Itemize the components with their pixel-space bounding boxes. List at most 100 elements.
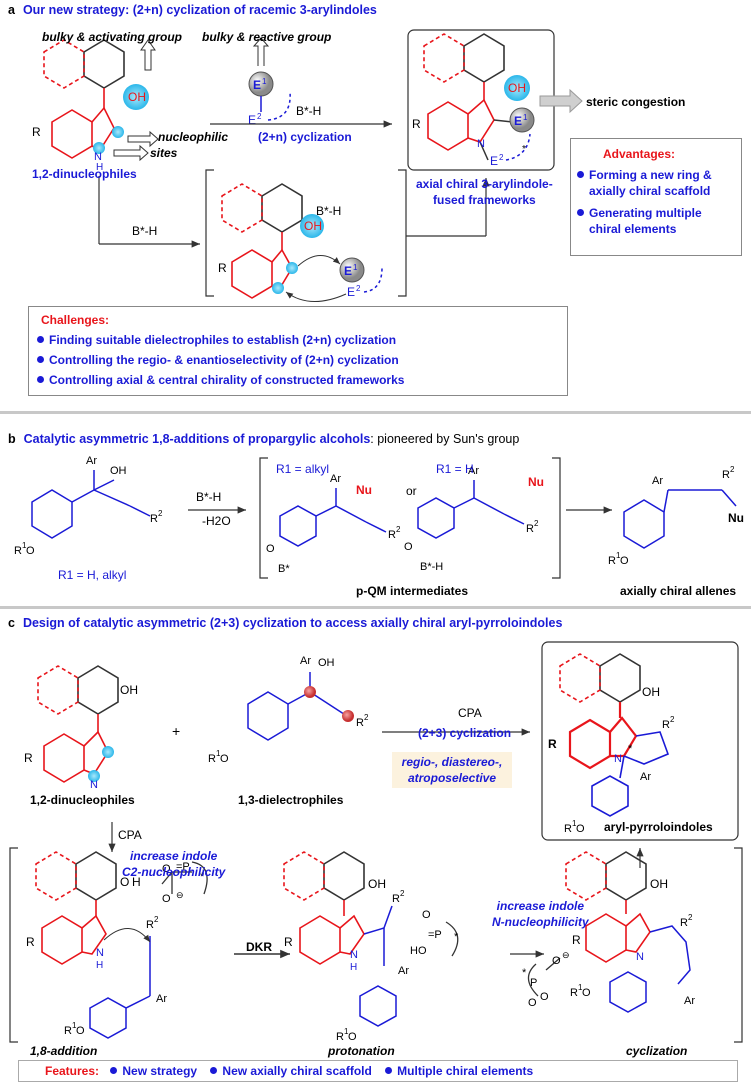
- svg-text:R: R: [572, 933, 581, 947]
- bullet-icon: [577, 171, 584, 179]
- svg-text:R: R: [608, 555, 616, 567]
- cyclization-step-label: cyclization: [626, 1044, 688, 1058]
- challenges-box: Challenges: Finding suitable dielectroph…: [28, 306, 568, 396]
- svg-text:B*: B*: [278, 563, 290, 575]
- challenge-3: Controlling axial & central chirality of…: [37, 373, 404, 387]
- svg-text:R: R: [526, 523, 534, 535]
- svg-text:N: N: [350, 949, 358, 961]
- svg-text:OH: OH: [368, 877, 386, 891]
- features-title: Features:: [45, 1064, 100, 1078]
- svg-text:O: O: [348, 1031, 357, 1043]
- steric-arrow: [539, 88, 583, 114]
- bullet-icon: [385, 1067, 393, 1075]
- cyclization-label-a: (2+n) cyclization: [258, 130, 352, 144]
- svg-text:O: O: [162, 893, 171, 905]
- product-label: aryl-pyrroloindoles: [604, 820, 713, 834]
- svg-text:OH: OH: [110, 465, 127, 477]
- bullet-icon: [37, 336, 44, 344]
- selectivity-line1: regio-, diastereo-,: [401, 755, 503, 769]
- svg-text:1: 1: [216, 749, 221, 758]
- svg-text:1: 1: [578, 983, 583, 992]
- cyclization-label-c: (2+3) cyclization: [418, 726, 512, 740]
- or-label: or: [406, 484, 417, 498]
- svg-text:1: 1: [572, 819, 577, 828]
- svg-text:2: 2: [499, 153, 504, 162]
- oh-highlight: [123, 84, 149, 110]
- svg-text:E: E: [253, 78, 261, 92]
- svg-text:H: H: [96, 162, 103, 173]
- challenge-1: Finding suitable dielectrophiles to esta…: [37, 333, 396, 347]
- svg-text:R: R: [14, 545, 22, 557]
- svg-text:R: R: [64, 1025, 72, 1037]
- svg-text:=P: =P: [176, 861, 190, 873]
- bullet-icon: [210, 1067, 218, 1075]
- dkr-label: DKR: [246, 940, 272, 954]
- nh-highlight: [93, 142, 105, 154]
- bh-label-a2: B*-H: [132, 224, 158, 238]
- svg-text:O: O: [120, 875, 129, 889]
- svg-text:OH: OH: [642, 685, 660, 699]
- svg-text:R: R: [284, 935, 293, 949]
- svg-text:H: H: [350, 962, 357, 973]
- r1-h-label: R1 = H: [436, 462, 474, 476]
- svg-text:2: 2: [364, 713, 369, 722]
- svg-text:R: R: [564, 823, 572, 835]
- svg-text:2: 2: [257, 112, 262, 121]
- dielectrophiles-label: 1,3-dielectrophiles: [238, 793, 344, 807]
- features-box: Features: New strategy New axially chira…: [18, 1060, 738, 1082]
- svg-text:N: N: [477, 138, 485, 150]
- bullet-icon: [37, 356, 44, 364]
- svg-text:O: O: [26, 545, 35, 557]
- svg-text:Nu: Nu: [728, 511, 744, 525]
- svg-text:=P: =P: [428, 929, 442, 941]
- svg-text:O: O: [220, 753, 229, 765]
- svg-text:R: R: [548, 737, 557, 751]
- sites-label: sites: [150, 146, 178, 160]
- selectivity-box: regio-, diastereo-, atroposelective: [392, 752, 512, 788]
- advantages-box: Advantages: Forming a new ring & axially…: [570, 138, 742, 256]
- bullet-icon: [577, 209, 584, 217]
- svg-text:1: 1: [22, 541, 27, 550]
- addition-label: 1,8-addition: [30, 1044, 98, 1058]
- framework-line1: axial chiral 3-arylindole-: [416, 177, 553, 191]
- bullet-icon: [37, 376, 44, 384]
- dinucleophiles-label-c: 1,2-dinucleophiles: [30, 793, 135, 807]
- framework-label: axial chiral 3-arylindole- fused framewo…: [416, 176, 553, 208]
- section-b-title: Catalytic asymmetric 1,8-additions of pr…: [23, 432, 371, 446]
- svg-text:2: 2: [688, 913, 693, 922]
- svg-text:OH: OH: [508, 81, 526, 95]
- nucleophilic-label: nucleophilic: [158, 130, 229, 144]
- svg-text:Ar: Ar: [86, 455, 97, 467]
- increase-n-label: increase indole N-nucleophilicity: [492, 899, 589, 929]
- svg-text:1: 1: [344, 1027, 349, 1036]
- cpa-label-top: CPA: [458, 706, 482, 720]
- svg-text:2: 2: [730, 465, 735, 474]
- allenes-label: axially chiral allenes: [620, 584, 737, 598]
- svg-text:*: *: [522, 144, 526, 155]
- svg-text:2: 2: [400, 889, 405, 898]
- bullet-icon: [110, 1067, 118, 1075]
- svg-text:N: N: [90, 779, 98, 791]
- section-c-title: Design of catalytic asymmetric (2+3) cyc…: [22, 616, 563, 630]
- svg-text:H: H: [132, 875, 141, 889]
- svg-text:N: N: [614, 753, 622, 765]
- svg-text:R: R: [26, 935, 35, 949]
- svg-text:2: 2: [356, 284, 361, 293]
- svg-text:1: 1: [523, 113, 528, 122]
- svg-text:2: 2: [396, 525, 401, 534]
- hollow-arrow-up: [140, 39, 156, 71]
- svg-text:Ar: Ar: [468, 465, 479, 477]
- svg-text:P: P: [530, 977, 537, 989]
- svg-text:R: R: [570, 987, 578, 999]
- features-line: Features: New strategy New axially chira…: [45, 1064, 533, 1078]
- svg-text:2: 2: [158, 509, 163, 518]
- advantage-2: Generating multiple chiral elements: [577, 205, 702, 237]
- svg-text:Ar: Ar: [300, 655, 311, 667]
- pqm-label: p-QM intermediates: [356, 584, 469, 598]
- bulky-reactive-label: bulky & reactive group: [202, 30, 332, 44]
- svg-text:R: R: [388, 529, 396, 541]
- svg-text:R: R: [218, 261, 227, 275]
